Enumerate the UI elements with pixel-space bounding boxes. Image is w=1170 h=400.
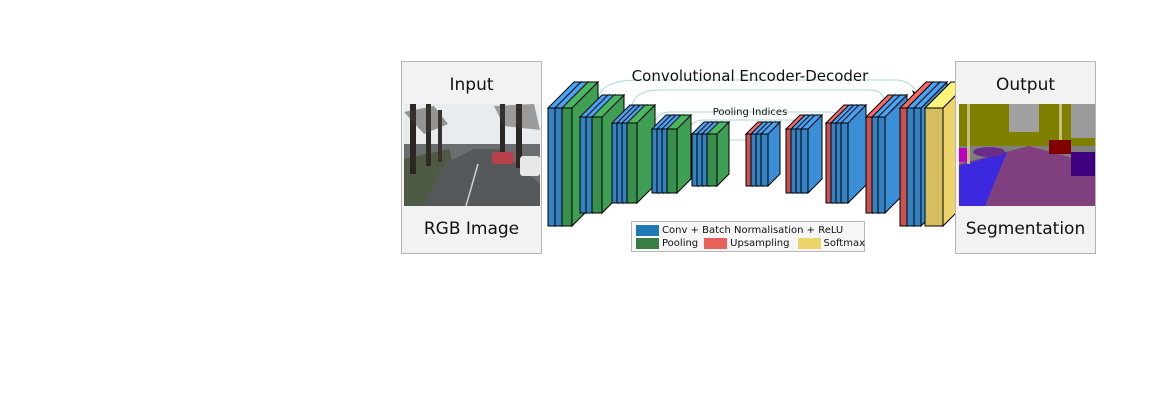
skip-arc-2 <box>631 89 886 106</box>
diagram-title: Convolutional Encoder-Decoder <box>632 67 869 85</box>
legend: Conv + Batch Normalisation + ReLU Poolin… <box>631 221 865 252</box>
layer-slab-7-3-conv <box>839 103 868 205</box>
input-caption: RGB Image <box>423 219 520 239</box>
layer-slab-5-3-conv <box>759 120 782 188</box>
legend-swatch-conv <box>636 225 659 236</box>
legend-label-softmax: Softmax <box>823 238 866 249</box>
output-panel: Output Segmentation <box>955 61 1096 254</box>
legend-label-pooling: Pooling <box>662 238 699 249</box>
rgb-street-image <box>404 104 540 206</box>
legend-swatch-upsampling <box>704 238 728 249</box>
legend-item-pooling: Pooling <box>636 238 698 249</box>
output-caption: Segmentation <box>965 219 1086 239</box>
input-title: Input <box>449 75 494 95</box>
layer-slab-6-3-conv <box>799 113 824 195</box>
layer-slab-4-3-pool <box>705 120 731 188</box>
legend-label-upsampling: Upsampling <box>730 238 790 249</box>
layer-slab-2-3-pool <box>625 103 657 205</box>
legend-swatch-pooling <box>636 238 659 249</box>
segmentation-image <box>959 104 1095 206</box>
legend-item-conv: Conv + Batch Normalisation + ReLU <box>636 225 843 236</box>
skip-arc-1 <box>597 79 919 101</box>
encoder-decoder-diagram: Convolutional Encoder-Decoder Pooling In… <box>546 67 960 228</box>
output-title: Output <box>995 75 1056 95</box>
input-panel: Input RGB Image <box>401 61 542 254</box>
legend-label-conv: Conv + Batch Normalisation + ReLU <box>662 225 844 236</box>
skip-label: Pooling Indices <box>713 107 788 118</box>
layer-slab-3-3-pool <box>665 113 693 195</box>
legend-item-upsampling: Upsampling <box>704 238 790 249</box>
legend-item-softmax: Softmax <box>797 238 866 249</box>
legend-swatch-softmax <box>797 238 821 249</box>
layer-blocks <box>546 80 960 228</box>
